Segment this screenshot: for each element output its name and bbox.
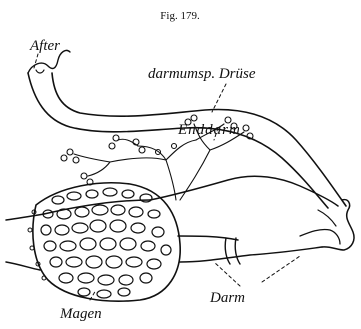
label-darm: Darm <box>209 290 245 306</box>
label-enddarm: Enddarm <box>177 122 241 138</box>
label-magen: Magen <box>59 306 102 322</box>
label-druese: darmumsp. Drüse <box>148 66 256 82</box>
figure-caption: Fig. 179. <box>160 10 200 22</box>
magen-stomach <box>28 183 180 301</box>
label-after: After <box>29 38 60 54</box>
